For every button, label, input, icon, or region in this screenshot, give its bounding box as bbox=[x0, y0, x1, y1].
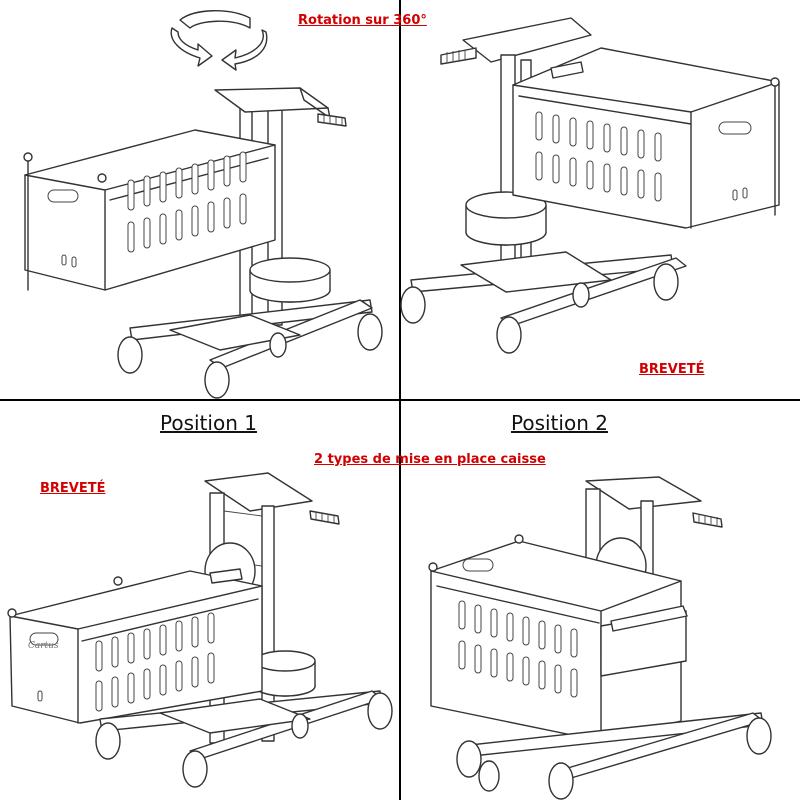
rotation-label: Rotation sur 360° bbox=[298, 13, 427, 28]
panel-position-1: Position 1 BREVETÉ Cartus bbox=[0, 401, 399, 800]
cart-drawing-2 bbox=[400, 17, 780, 354]
cart-drawing-3 bbox=[7, 472, 393, 788]
panel-rotated-view: BREVETÉ bbox=[400, 0, 800, 399]
mise-en-place-label: 2 types de mise en place caisse bbox=[314, 452, 546, 467]
rotation-arrows-icon bbox=[170, 10, 268, 71]
panel-rotation-view: Rotation sur 360° bbox=[0, 0, 427, 399]
panel-position-2: Position 2 bbox=[401, 401, 800, 800]
position-1-label: Position 1 bbox=[160, 411, 257, 435]
position-2-label: Position 2 bbox=[511, 411, 608, 435]
cart-drawing-4 bbox=[428, 476, 772, 800]
cart-sticker-text: Cartus bbox=[28, 641, 59, 651]
cart-drawing-1 bbox=[23, 10, 383, 399]
horizontal-divider bbox=[0, 399, 800, 401]
brevete-label-top: BREVETÉ bbox=[639, 362, 705, 377]
brevete-label-bottom: BREVETÉ bbox=[40, 481, 106, 496]
